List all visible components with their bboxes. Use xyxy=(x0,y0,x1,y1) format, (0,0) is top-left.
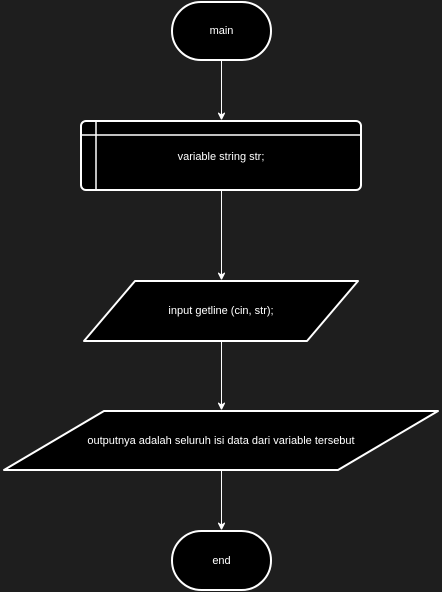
input-parallelogram-label: input getline (cin, str); xyxy=(168,305,273,317)
output-parallelogram[interactable]: outputnya adalah seluruh isi data dari v… xyxy=(3,410,439,471)
input-parallelogram[interactable]: input getline (cin, str); xyxy=(83,280,359,342)
output-parallelogram-label: outputnya adalah seluruh isi data dari v… xyxy=(87,435,354,447)
input-parallelogram-shape xyxy=(83,280,359,342)
declaration-box[interactable]: variable string str; xyxy=(80,120,362,191)
end-terminator[interactable]: end xyxy=(171,530,272,591)
start-terminator-label: main xyxy=(210,25,234,37)
start-terminator[interactable]: main xyxy=(171,1,272,61)
declaration-box-label: variable string str; xyxy=(178,151,265,163)
output-parallelogram-shape xyxy=(3,410,439,471)
end-terminator-shape xyxy=(171,530,272,591)
end-terminator-label: end xyxy=(212,555,230,567)
